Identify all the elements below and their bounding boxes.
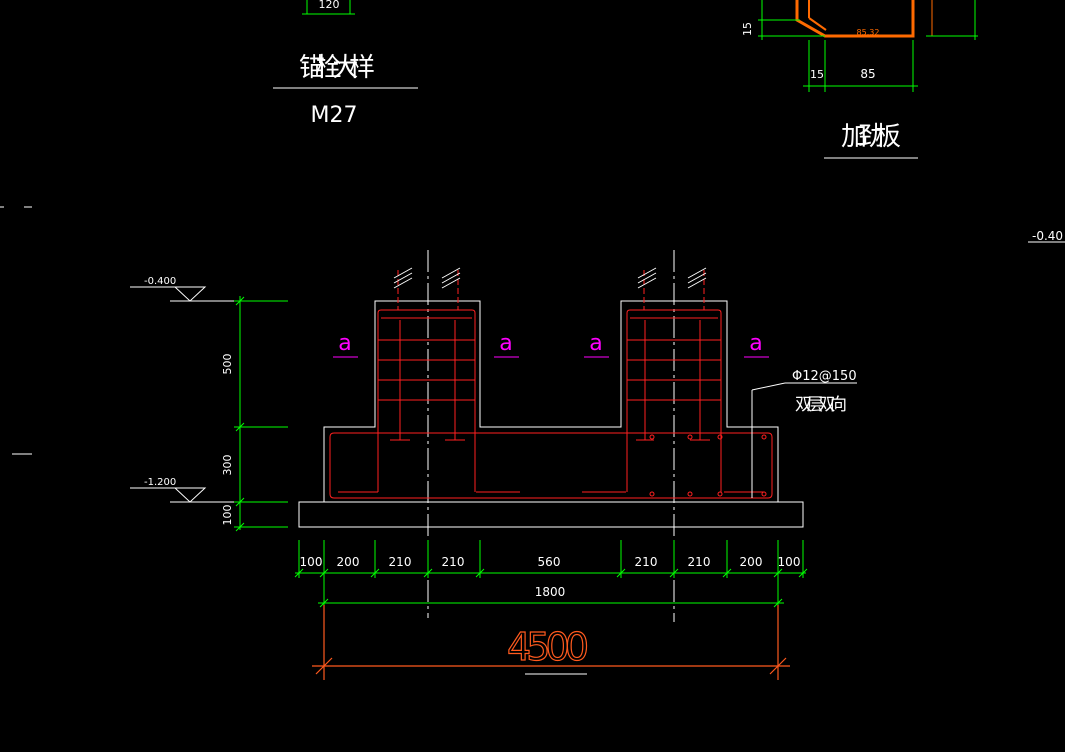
stiffener-dim-8532: 85.32 xyxy=(857,28,880,37)
anchor-detail: 120 锚栓大样 M27 xyxy=(273,0,418,128)
section-mark-a: a xyxy=(589,331,602,356)
stiffener-detail: 15 85.32 15 85 加劲板 xyxy=(741,0,978,159)
stiffener-dim-15-vertical: 15 xyxy=(741,22,754,36)
total-dim-1800: 1800 xyxy=(535,585,566,599)
break-marks xyxy=(393,267,707,289)
hdim-label: 100 xyxy=(300,555,323,569)
rebar-callout: Φ12@150 双层双向 xyxy=(751,369,857,498)
hdim-label: 210 xyxy=(442,555,465,569)
stiffener-dim-15-horizontal: 15 xyxy=(810,68,824,81)
elevation-bottom: -1.200 xyxy=(144,477,176,488)
vdim-500: 500 xyxy=(221,354,234,375)
stiffener-plate xyxy=(795,0,915,38)
anchor-detail-title: 锚栓大样 xyxy=(299,53,375,83)
hdim-label: 200 xyxy=(740,555,763,569)
horizontal-dimension-labels: 100 200 210 210 560 210 210 200 100 1800 xyxy=(300,555,801,599)
rebar-note: 双层双向 xyxy=(795,395,847,415)
misc-marks: -0.40 xyxy=(0,206,1065,455)
anchor-spec: M27 xyxy=(311,103,358,128)
section-mark-a: a xyxy=(749,331,762,356)
hdim-label: 210 xyxy=(389,555,412,569)
vertical-dimensions xyxy=(234,296,288,532)
elevation-right: -0.40 xyxy=(1032,229,1063,243)
section-marks: a a a a xyxy=(333,331,769,358)
hdim-label: 200 xyxy=(337,555,360,569)
footing-outline xyxy=(298,300,804,528)
horizontal-dimensions xyxy=(294,540,808,608)
stiffener-title: 加劲板 xyxy=(841,122,901,152)
stiffener-dim-85: 85 xyxy=(860,67,875,81)
section-mark-a: a xyxy=(338,331,351,356)
rebar-spec: Φ12@150 xyxy=(792,369,857,384)
hdim-label: 210 xyxy=(635,555,658,569)
section-mark-a: a xyxy=(499,331,512,356)
vdim-100: 100 xyxy=(221,505,234,526)
hdim-label: 560 xyxy=(538,555,561,569)
elevation-top: -0.400 xyxy=(144,276,176,287)
total-dimension-4500 xyxy=(312,605,790,680)
total-dim-4500: 4500 xyxy=(507,625,589,669)
hdim-label: 100 xyxy=(778,555,801,569)
hdim-label: 210 xyxy=(688,555,711,569)
top-dim-120: 120 xyxy=(319,0,340,11)
cushion-layer xyxy=(298,501,804,528)
elevation-markers: -0.400 -1.200 xyxy=(130,276,288,503)
rebar xyxy=(329,270,773,499)
vdim-300: 300 xyxy=(221,455,234,476)
